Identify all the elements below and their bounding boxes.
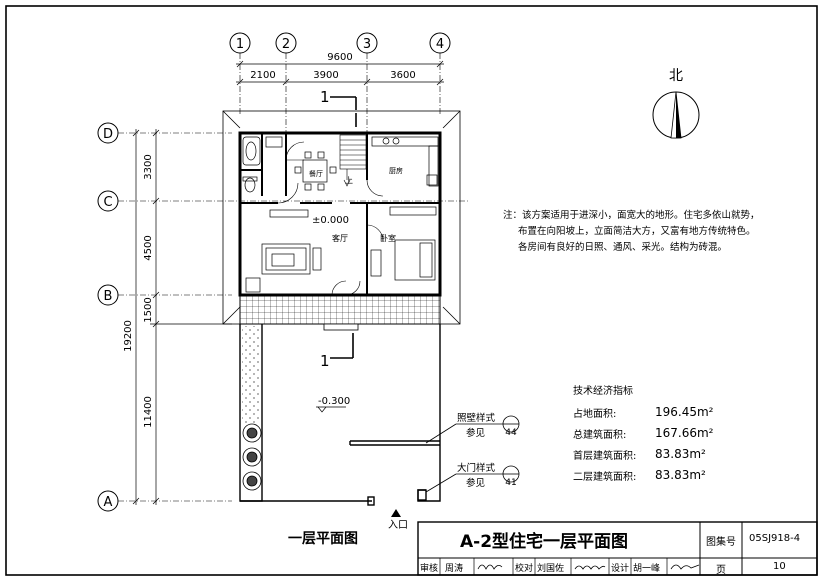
room-label-dining: 餐厅 (309, 169, 323, 178)
grid-bubble-4: 4 (429, 32, 451, 54)
staircase (339, 134, 367, 187)
dim-row-seg-3: 1500 (143, 297, 154, 322)
signature-marks (477, 564, 700, 570)
indicator-value: 196.45m² (655, 405, 714, 419)
left-dimension-lines (132, 129, 232, 505)
indicator-value: 83.83m² (655, 468, 706, 482)
sheet-main-title: A-2型住宅一层平面图 (460, 532, 629, 552)
detail-ref-screen-wall (425, 415, 520, 444)
north-label: 北 (669, 68, 683, 84)
role-design: 设计 (611, 564, 630, 574)
note-line: 注：该方案适用于进深小，面宽大的地形。住宅多依山就势， (503, 210, 760, 221)
bathroom-fixtures (242, 136, 283, 193)
indicator-row: 占地面积: 196.45m² (573, 405, 714, 426)
page-label: 页 (716, 565, 726, 576)
courtyard-walls (239, 324, 441, 506)
kitchen-counters (371, 136, 439, 187)
ref-see-screen-wall: 参见 (466, 427, 485, 439)
ref-sheet-screen-wall: 44 (505, 428, 517, 438)
ref-name-gate: 大门样式 (457, 462, 496, 474)
dim-overall-width: 9600 (327, 52, 352, 63)
indicator-value: 167.66m² (655, 426, 714, 440)
grid-bubble-B: B (97, 284, 119, 306)
dim-segment-2: 3900 (313, 70, 338, 81)
entrance-label: 入口 (388, 520, 408, 531)
ref-name-screen-wall: 照壁样式 (457, 412, 496, 424)
dim-row-seg-2: 4500 (143, 235, 154, 260)
floor-elevation: ±0.000 (312, 215, 349, 226)
grid-bubble-D: D (97, 122, 119, 144)
grid-bubble-1: 1 (229, 32, 251, 54)
ref-see-gate: 参见 (466, 477, 485, 489)
detail-ref-gate (425, 465, 520, 493)
grid-bubble-3: 3 (356, 32, 378, 54)
indicator-value: 83.83m² (655, 447, 706, 461)
name-review: 周涛 (445, 564, 464, 574)
atlas-number: 05SJ918-4 (749, 533, 801, 544)
tech-econ-indicators: 技术经济指标 占地面积: 196.45m² 总建筑面积: 167.66m² 首层… (573, 382, 714, 489)
grid-bubble-2: 2 (275, 32, 297, 54)
tree-icon (242, 423, 262, 491)
svg-text:4: 4 (436, 37, 444, 52)
living-room-furniture (245, 209, 322, 293)
yard-elevation: -0.300 (318, 396, 350, 407)
paved-terrace (239, 294, 441, 325)
indicator-label: 二层建筑面积: (573, 472, 637, 483)
note-line: 布置在向阳坡上，立面简洁大方，又富有地方传统特色。 (518, 226, 756, 237)
entrance-arrow-icon (391, 509, 401, 517)
indicator-row: 二层建筑面积: 83.83m² (573, 468, 706, 489)
indicators-title: 技术经济指标 (573, 386, 633, 397)
indicator-label: 占地面积: (573, 409, 617, 420)
grid-bubble-A: A (97, 490, 119, 512)
svg-text:3: 3 (363, 37, 371, 52)
page-number: 10 (773, 561, 786, 572)
planting-strip (242, 326, 260, 424)
title-block (417, 521, 818, 576)
svg-text:C: C (103, 195, 112, 210)
dim-row-seg-1: 3300 (143, 154, 154, 179)
indicator-label: 首层建筑面积: (573, 451, 637, 462)
name-check: 刘国佐 (537, 564, 565, 574)
room-label-bedroom: 卧室 (380, 233, 396, 243)
name-design: 胡一峰 (633, 564, 661, 574)
role-check: 校对 (515, 564, 534, 574)
door-swings (277, 141, 384, 296)
dim-overall-depth: 19200 (123, 320, 134, 352)
room-label-living: 客厅 (332, 233, 348, 243)
dim-segment-3: 3600 (390, 70, 415, 81)
section-label-bottom: 1 (320, 352, 330, 370)
indicator-row: 总建筑面积: 167.66m² (573, 426, 714, 447)
design-note: 注：该方案适用于进深小，面宽大的地形。住宅多依山就势， 布置在向阳坡上，立面简洁… (503, 208, 760, 256)
top-dimension-lines (236, 60, 444, 86)
section-mark-bottom (330, 333, 354, 359)
grid-bubble-C: C (97, 190, 119, 212)
role-review: 审核 (420, 564, 439, 574)
front-steps (323, 323, 359, 331)
section-mark-top (330, 96, 357, 127)
svg-text:A: A (104, 495, 113, 510)
dim-segment-1: 2100 (250, 70, 275, 81)
atlas-label: 图集号 (706, 537, 736, 548)
stair-up-label: 上 (345, 176, 353, 185)
indicator-row: 首层建筑面积: 83.83m² (573, 447, 706, 468)
note-line: 各房间有良好的日照、通风、采光。结构为砖混。 (518, 242, 728, 253)
indicator-label: 总建筑面积: (573, 430, 627, 441)
svg-text:B: B (104, 289, 113, 304)
dim-row-seg-4: 11400 (143, 396, 154, 428)
north-arrow-icon (652, 91, 700, 139)
room-label-kitchen: 厨房 (389, 166, 403, 175)
bedroom-furniture (370, 206, 437, 281)
svg-text:D: D (103, 127, 113, 142)
ref-sheet-gate: 41 (505, 478, 516, 488)
plan-title: 一层平面图 (288, 531, 358, 547)
svg-text:2: 2 (282, 37, 290, 52)
svg-text:1: 1 (236, 37, 244, 52)
dining-table (294, 151, 337, 191)
section-label-top: 1 (320, 88, 330, 106)
